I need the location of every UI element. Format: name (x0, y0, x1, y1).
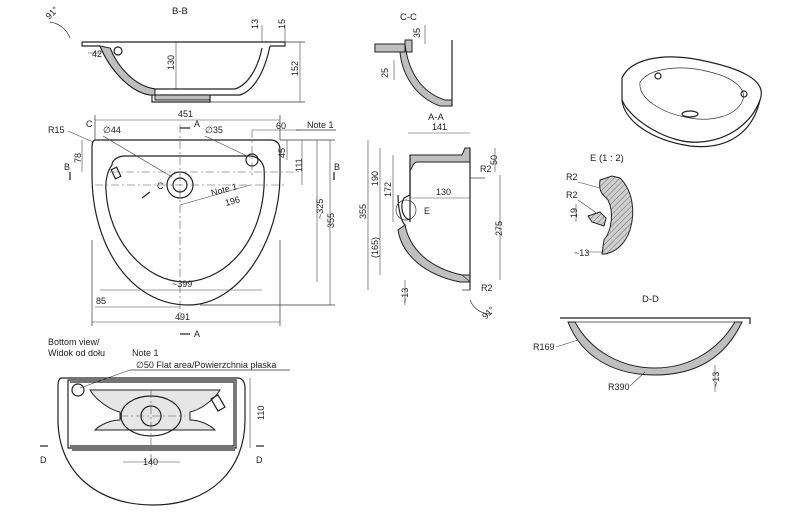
top-phi35: ∅35 (205, 125, 223, 135)
aa-d50: 50 (489, 155, 499, 165)
ee-d19: 19 (569, 208, 579, 218)
aa-title: A-A (428, 112, 445, 123)
bb-d152: 152 (290, 61, 300, 76)
top-d451: 451 (178, 109, 193, 119)
ee-title: E (1 : 2) (590, 153, 624, 164)
aa-d172: 172 (383, 182, 393, 197)
top-d78: 78 (73, 153, 83, 163)
top-phi44: ∅44 (103, 125, 121, 135)
bb-d13: 13 (250, 19, 260, 29)
top-r15: R15 (48, 125, 65, 135)
section-aa: A-A 141 50 R2 190 172 130 355 275 E (165… (358, 112, 504, 321)
bb-d15: 15 (277, 19, 287, 29)
ee-r2a: R2 (566, 172, 578, 182)
top-d45: 45 (277, 148, 287, 158)
isometric-view (621, 56, 762, 148)
aa-angle: 91° (480, 304, 497, 321)
aa-r2a: R2 (480, 164, 492, 174)
aa-d141: 141 (432, 122, 447, 132)
aa-d355: 355 (358, 204, 368, 219)
top-d111: 111 (294, 158, 304, 172)
bottom-d-right: D (256, 455, 263, 465)
bottom-note1: Note 1 (132, 348, 159, 358)
bb-angle: 91° (44, 4, 61, 21)
top-b-right: B (334, 162, 340, 172)
bottom-title1: Bottom view/ (48, 337, 100, 347)
ee-d13: ~13 (574, 248, 589, 258)
section-bb: B-B 91° 42 13 15 130 152 (44, 4, 305, 103)
aa-e: E (424, 206, 430, 216)
bottom-title2: Widok od dołu (48, 348, 105, 358)
dd-title: D-D (642, 294, 659, 305)
bb-title: B-B (172, 6, 188, 17)
aa-d165: (165) (370, 237, 380, 258)
bottom-d-left: D (40, 455, 47, 465)
top-d325: ~325 (315, 199, 325, 219)
dd-d13: ~13 (711, 372, 721, 387)
aa-r2b: R2 (481, 283, 493, 293)
cc-d25: 25 (380, 68, 390, 78)
top-d355: 355 (326, 213, 336, 228)
top-b-left: B (64, 162, 70, 172)
bottom-d140: 140 (143, 457, 158, 467)
bottom-d110: 110 (256, 406, 266, 420)
top-d196: 196 (224, 194, 241, 208)
cc-title: C-C (400, 12, 417, 23)
top-c-center: C (157, 181, 164, 191)
top-a-top: A (194, 119, 200, 129)
bottom-view: Bottom view/ Widok od dołu Note 1 ∅50 Fl… (40, 337, 290, 506)
aa-d190: 190 (370, 171, 380, 186)
dd-r169: R169 (533, 342, 555, 352)
top-d60: 60 (276, 121, 286, 131)
bb-d42: 42 (92, 49, 102, 59)
top-d85: 85 (96, 296, 106, 306)
aa-d130: 130 (436, 187, 451, 197)
cc-d35: 35 (412, 28, 422, 38)
ee-r2b: R2 (566, 190, 578, 200)
section-dd: D-D R169 R390 ~13 (533, 294, 751, 392)
bb-d130: 130 (166, 55, 176, 70)
top-d399: ~399 (172, 279, 192, 289)
top-note1: Note 1 (307, 120, 334, 130)
section-cc: C-C 35 25 (374, 12, 453, 107)
top-view: 451 R15 C A ∅44 ∅35 60 Note 1 45 78 B B … (48, 109, 340, 339)
top-c-left: C (86, 119, 93, 129)
aa-d275: 275 (494, 221, 504, 236)
top-d491: 491 (175, 312, 190, 322)
dd-r390: R390 (608, 382, 630, 392)
aa-d13: ~13 (400, 288, 410, 303)
top-a-bottom: A (194, 329, 200, 339)
detail-e: E (1 : 2) R2 R2 19 ~13 (566, 153, 634, 258)
bottom-flat: ∅50 Flat area/Powierzchnia płaska (136, 360, 276, 370)
